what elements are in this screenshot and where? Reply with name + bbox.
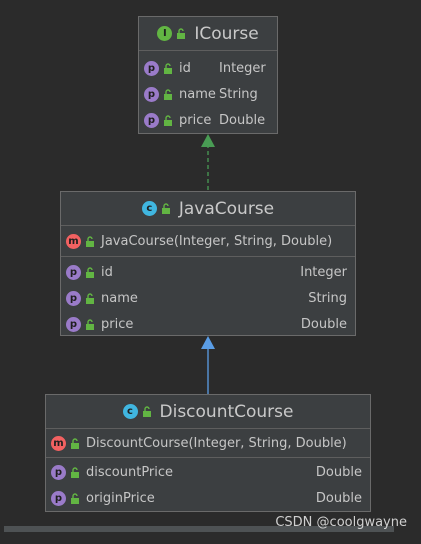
constructor-row[interactable]: m JavaCourse(Integer, String, Double) bbox=[61, 226, 355, 256]
property-icon: p bbox=[144, 86, 159, 102]
fields-section: p id Integer p name String p bbox=[139, 51, 277, 133]
field-type: Double bbox=[300, 316, 347, 332]
constructor-signature: JavaCourse(Integer, String, Double) bbox=[101, 233, 333, 249]
extends-edge bbox=[201, 336, 215, 394]
lock-icon bbox=[86, 235, 94, 247]
fields-section: p id Integer p name String p bbox=[61, 257, 355, 337]
property-icon: p bbox=[66, 290, 81, 306]
property-icon: p bbox=[144, 60, 159, 76]
implements-arrowhead bbox=[201, 134, 215, 147]
field-name: originPrice bbox=[86, 490, 155, 506]
property-icon: p bbox=[51, 464, 66, 480]
lock-icon bbox=[164, 114, 172, 126]
field-name: name bbox=[101, 290, 138, 306]
icourse-header: I ICourse bbox=[139, 17, 277, 51]
field-type: String bbox=[308, 290, 347, 306]
lock-icon bbox=[86, 292, 94, 304]
fields-section: p discountPrice Double p originPrice Dou… bbox=[46, 458, 370, 511]
field-name: id bbox=[101, 264, 113, 280]
lock-icon bbox=[86, 266, 94, 278]
class-name: DiscountCourse bbox=[159, 401, 294, 422]
discountcourse-node[interactable]: c DiscountCourse m DiscountCourse(Intege… bbox=[45, 394, 371, 512]
field-name: price bbox=[101, 316, 134, 332]
lock-icon bbox=[71, 466, 79, 478]
watermark: CSDN @coolgwayne bbox=[275, 515, 407, 530]
lock-icon bbox=[161, 203, 170, 214]
lock-icon bbox=[164, 62, 172, 74]
property-icon: p bbox=[51, 490, 66, 506]
javacourse-header: c JavaCourse bbox=[61, 192, 355, 226]
property-icon: p bbox=[66, 264, 81, 280]
field-type: Integer bbox=[219, 60, 266, 76]
method-icon: m bbox=[51, 435, 66, 451]
field-row[interactable]: p name String bbox=[139, 81, 277, 107]
field-name: price bbox=[179, 112, 212, 128]
lock-icon bbox=[71, 492, 79, 504]
class-name: ICourse bbox=[194, 23, 259, 44]
discountcourse-header: c DiscountCourse bbox=[46, 395, 370, 429]
field-type: Integer bbox=[300, 264, 347, 280]
field-name: id bbox=[179, 60, 191, 76]
implements-edge bbox=[201, 134, 215, 190]
field-name: discountPrice bbox=[86, 464, 174, 480]
lock-icon bbox=[177, 28, 186, 39]
class-name: JavaCourse bbox=[178, 198, 275, 219]
constructors-section: m JavaCourse(Integer, String, Double) bbox=[61, 226, 355, 257]
horizontal-scrollbar[interactable] bbox=[4, 526, 394, 532]
javacourse-node[interactable]: c JavaCourse m JavaCourse(Integer, Strin… bbox=[60, 191, 356, 336]
field-type: Double bbox=[315, 464, 362, 480]
constructor-signature: DiscountCourse(Integer, String, Double) bbox=[86, 435, 347, 451]
icourse-node[interactable]: I ICourse p id Integer p bbox=[138, 16, 278, 134]
lock-icon bbox=[164, 88, 172, 100]
extends-arrowhead bbox=[201, 336, 215, 349]
method-icon: m bbox=[66, 233, 81, 249]
field-row[interactable]: p discountPrice Double bbox=[46, 459, 370, 485]
field-row[interactable]: p price Double bbox=[139, 107, 277, 133]
field-row[interactable]: p id Integer bbox=[61, 259, 355, 285]
field-row[interactable]: p name String bbox=[61, 285, 355, 311]
lock-icon bbox=[142, 406, 151, 417]
field-type: Double bbox=[219, 112, 266, 128]
lock-icon bbox=[86, 318, 94, 330]
class-icon: c bbox=[122, 404, 138, 419]
field-name: name bbox=[179, 86, 216, 102]
lock-icon bbox=[71, 437, 79, 449]
field-row[interactable]: p id Integer bbox=[139, 55, 277, 81]
field-type: Double bbox=[315, 490, 362, 506]
property-icon: p bbox=[66, 316, 81, 332]
class-icon: c bbox=[141, 201, 157, 216]
constructors-section: m DiscountCourse(Integer, String, Double… bbox=[46, 429, 370, 458]
constructor-row[interactable]: m DiscountCourse(Integer, String, Double… bbox=[46, 429, 370, 457]
field-row[interactable]: p price Double bbox=[61, 311, 355, 337]
property-icon: p bbox=[144, 112, 159, 128]
field-row[interactable]: p originPrice Double bbox=[46, 485, 370, 511]
interface-icon: I bbox=[157, 26, 173, 41]
field-type: String bbox=[219, 86, 258, 102]
